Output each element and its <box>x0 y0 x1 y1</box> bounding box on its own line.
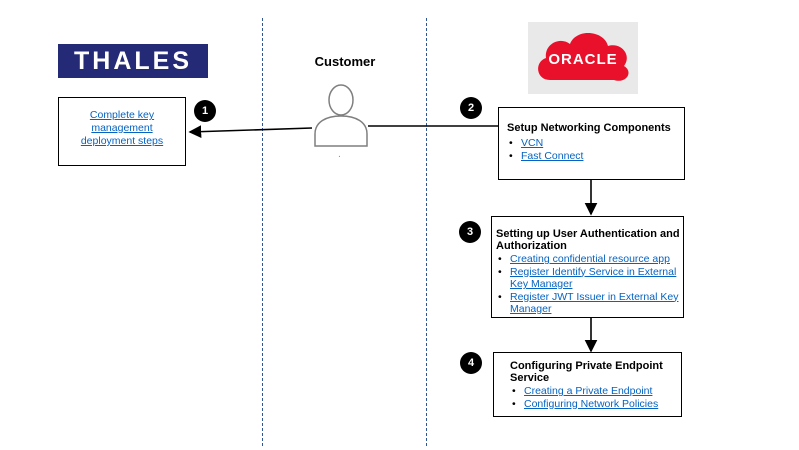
step-2-box: Setup Networking Components VCN Fast Con… <box>498 107 685 180</box>
step-4-badge: 4 <box>460 352 482 374</box>
oracle-cloud-icon <box>538 32 629 81</box>
step-1-box: Complete key management deployment steps <box>58 97 186 166</box>
list-item: Register Identify Service in External Ke… <box>496 266 683 291</box>
register-jwt-issuer-link-line-1[interactable]: Register JWT Issuer in External Key <box>510 290 679 303</box>
thales-logo-text: THALES <box>74 46 192 75</box>
list-item: Register JWT Issuer in External Key Mana… <box>496 291 683 316</box>
customer-label: Customer <box>314 54 376 69</box>
step-2-title: Setup Networking Components <box>507 122 671 134</box>
step-3-box: Setting up User Authentication and Autho… <box>491 216 684 318</box>
customer-caption: . <box>338 150 341 160</box>
thales-logo: THALES <box>58 44 208 78</box>
step-1-link-line-1[interactable]: Complete key <box>89 109 155 121</box>
step-4-title-line-2: Service <box>510 372 550 384</box>
vcn-link[interactable]: VCN <box>521 137 544 149</box>
oracle-logo-text: ORACLE <box>548 51 618 68</box>
register-jwt-issuer-link-line-2[interactable]: Manager <box>510 303 552 315</box>
step-1-link-line-3[interactable]: deployment steps <box>80 135 164 147</box>
step-2-badge: 2 <box>460 97 482 119</box>
list-item: Creating confidential resource app <box>496 253 683 266</box>
step-3-badge: 3 <box>459 221 481 243</box>
step-4-box: Configuring Private Endpoint Service Cre… <box>493 352 682 417</box>
fast-connect-link[interactable]: Fast Connect <box>521 149 584 162</box>
step-4-title-line-1: Configuring Private Endpoint <box>510 360 663 372</box>
arrow-customer-to-thales <box>188 125 313 139</box>
creating-confidential-app-link[interactable]: Creating confidential resource app <box>510 253 670 265</box>
lane-divider-left <box>262 18 263 446</box>
register-identity-service-link-line-2[interactable]: Key Manager <box>510 278 573 290</box>
step-4-title: Configuring Private Endpoint Service <box>510 360 681 384</box>
lane-divider-right <box>426 18 427 446</box>
list-item: Configuring Network Policies <box>510 398 681 411</box>
register-identity-service-link-line-1[interactable]: Register Identify Service in External <box>510 265 677 278</box>
list-item: VCN <box>507 137 684 150</box>
step-3-title-line-2: Authorization <box>496 240 567 252</box>
step-3-title-line-1: Setting up User Authentication and <box>496 228 680 240</box>
list-item: Fast Connect <box>507 150 684 163</box>
customer-person-icon <box>314 84 368 147</box>
step-1-badge: 1 <box>194 100 216 122</box>
list-item: Creating a Private Endpoint <box>510 385 681 398</box>
oracle-logo: ORACLE <box>528 22 638 94</box>
step-1-link-line-2[interactable]: management <box>91 122 153 134</box>
creating-private-endpoint-link[interactable]: Creating a Private Endpoint <box>524 385 653 397</box>
step-3-title: Setting up User Authentication and Autho… <box>496 228 683 252</box>
configuring-network-policies-link[interactable]: Configuring Network Policies <box>524 397 659 410</box>
